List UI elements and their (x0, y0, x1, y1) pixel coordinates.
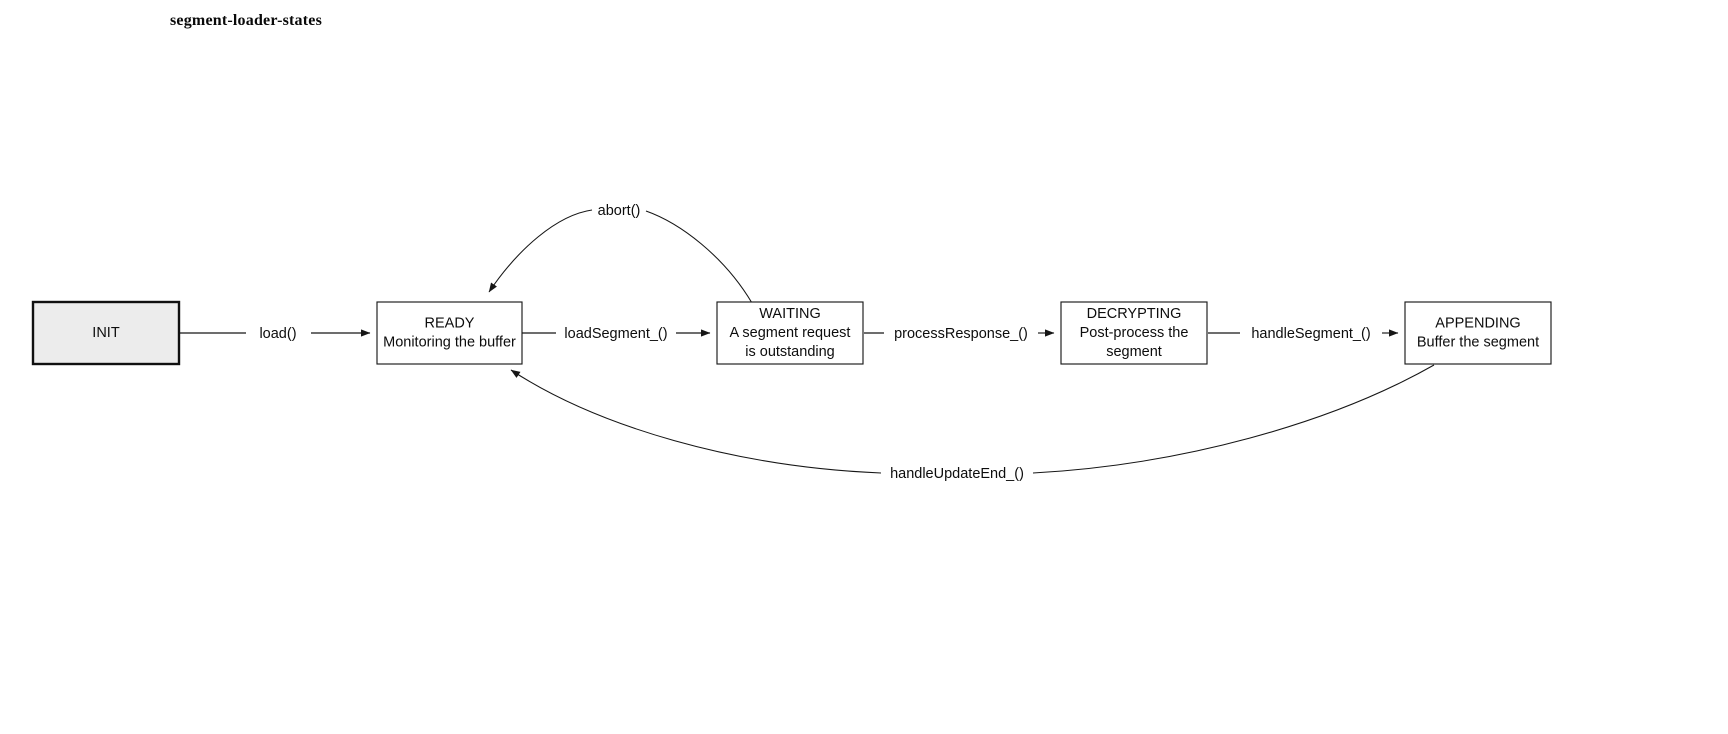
transition-label-text: processResponse_() (894, 326, 1028, 342)
transition-label-text: handleUpdateEnd_() (890, 466, 1024, 482)
transition-path-left (1032, 364, 1435, 474)
state-title-waiting: WAITING (759, 306, 820, 322)
state-box-waiting[interactable] (716, 301, 864, 365)
state-title-ready: READY (425, 315, 475, 331)
states-layer: INIT READY Monitoring the buffer WAITING A s… (31, 300, 1552, 366)
transition-waiting-to-ready-abort (488, 209, 753, 304)
transition-label-ready-to-waiting: loadSegment_() (564, 326, 667, 342)
state-box-ready[interactable] (376, 301, 523, 365)
transition-label-waiting-to-ready-abort: abort() (598, 203, 641, 219)
state-node-appending[interactable]: APPENDING Buffer the segment (1404, 301, 1552, 365)
transition-label-text: loadSegment_() (564, 326, 667, 342)
transitions-layer (179, 209, 1435, 474)
state-description-ready-1: Monitoring the buffer (383, 334, 516, 350)
state-box-decrypting[interactable] (1060, 301, 1208, 365)
transition-label-init-to-ready: load() (259, 326, 296, 342)
transition-label-waiting-to-decrypting: processResponse_() (894, 326, 1028, 342)
transition-path-right (488, 209, 593, 293)
transition-label-appending-to-ready-update-end: handleUpdateEnd_() (890, 466, 1024, 482)
transition-label-text: load() (259, 326, 296, 342)
state-description-decrypting-1: Post-process the (1080, 325, 1189, 341)
state-description-waiting-1: A segment request (730, 325, 851, 341)
page-title: segment-loader-states (170, 12, 323, 29)
state-description-appending-1: Buffer the segment (1417, 334, 1539, 350)
state-node-decrypting[interactable]: DECRYPTING Post-process the segment (1060, 301, 1208, 365)
transition-appending-to-ready-update-end (510, 364, 1435, 474)
state-title-appending: APPENDING (1435, 315, 1520, 331)
transition-path-right (510, 369, 882, 474)
transition-label-decrypting-to-appending: handleSegment_() (1251, 326, 1370, 342)
state-box-init[interactable] (31, 300, 181, 366)
transition-path-left (645, 210, 753, 304)
transition-label-text: handleSegment_() (1251, 326, 1370, 342)
transition-labels-layer: load()loadSegment_()processResponse_()ha… (259, 203, 1370, 482)
transition-label-text: abort() (598, 203, 641, 219)
state-description-decrypting-2: segment (1106, 344, 1162, 360)
state-description-waiting-2: is outstanding (745, 344, 834, 360)
state-node-ready[interactable]: READY Monitoring the buffer (376, 301, 523, 365)
state-box-appending[interactable] (1404, 301, 1552, 365)
state-node-waiting[interactable]: WAITING A segment request is outstanding (716, 301, 864, 365)
state-title-init: INIT (92, 325, 120, 341)
state-node-init[interactable]: INIT (31, 300, 181, 366)
state-title-decrypting: DECRYPTING (1087, 306, 1182, 322)
